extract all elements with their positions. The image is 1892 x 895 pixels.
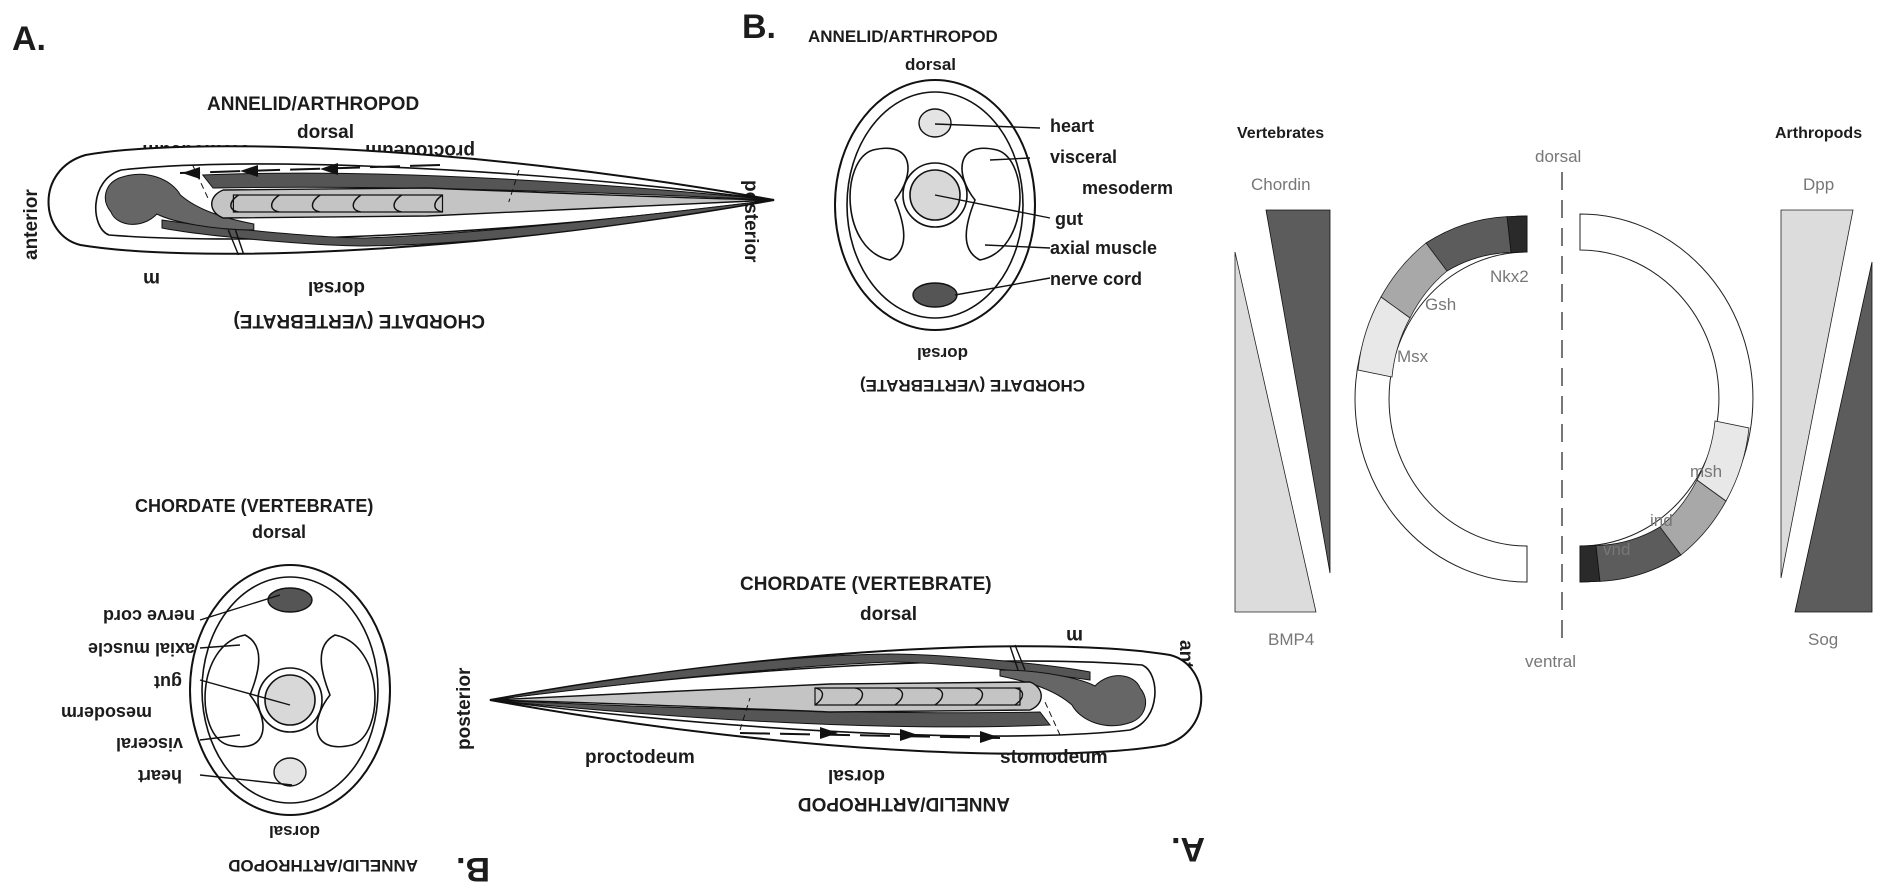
panel-b-axial-muscle: axial muscle — [1050, 238, 1157, 258]
ventral-axis-label: ventral — [1525, 652, 1576, 671]
gsh-label: Gsh — [1425, 295, 1456, 314]
panel-b-mesoderm: mesoderm — [1082, 178, 1173, 198]
arthropods-label: Arthropods — [1775, 125, 1862, 142]
embryo-a-body — [49, 146, 774, 255]
panel-a: A. ANNELID/ARTHROPOD dorsal stomodeum pr… — [12, 20, 774, 331]
panel-a-flipped-proctodeum: proctodeum — [585, 747, 695, 768]
panel-b-top-title: ANNELID/ARTHROPOD — [808, 27, 998, 46]
gradient-panel: Vertebrates Arthropods Chordin BMP4 Dpp … — [1235, 125, 1872, 671]
panel-a-flipped-stomodeum: stomodeum — [1000, 747, 1108, 768]
dpp-label: Dpp — [1803, 175, 1834, 194]
panel-b-letter: B. — [742, 8, 776, 46]
panel-b-bottom-dorsal: dorsal — [917, 344, 968, 363]
panel-a-flipped-top-title: CHORDATE (VERTEBRATE) — [740, 574, 992, 595]
panel-a-bottom-title: CHORDATE (VERTEBRATE) — [233, 310, 485, 331]
bmp4-label: BMP4 — [1268, 630, 1314, 649]
panel-a-top-title: ANNELID/ARTHROPOD — [207, 94, 419, 115]
sog-label: Sog — [1808, 630, 1838, 649]
nkx2-label: Nkx2 — [1490, 267, 1529, 286]
panel-a-flipped-posterior: posterior — [454, 667, 475, 750]
panel-b-flipped-top-title: CHORDATE (VERTEBRATE) — [135, 496, 373, 516]
panel-a-letter: A. — [12, 20, 46, 58]
dorsal-axis-label: dorsal — [1535, 147, 1581, 166]
panel-a-flipped-m: m — [1066, 625, 1083, 646]
panel-b-flipped-axial-muscle: axial muscle — [88, 639, 195, 659]
panel-a-flipped-letter: A. — [1171, 830, 1205, 868]
chordin-label: Chordin — [1251, 175, 1311, 194]
panel-b-flipped-gut: gut — [154, 672, 182, 692]
panel-a-flipped: CHORDATE (VERTEBRATE) dorsal m anterior … — [454, 574, 1205, 868]
panel-b-flipped-top-dorsal: dorsal — [252, 522, 306, 542]
panel-b-flipped-mesoderm: mesoderm — [61, 703, 152, 723]
panel-a-top-dorsal: dorsal — [297, 122, 354, 143]
panel-b-flipped: CHORDATE (VERTEBRATE) dorsal nerve cord … — [61, 496, 490, 888]
panel-a-bottom-dorsal: dorsal — [308, 277, 365, 298]
panel-b-flipped-heart: heart — [138, 766, 182, 786]
ind-label: ind — [1650, 511, 1673, 530]
panel-a-anterior: anterior — [21, 189, 42, 260]
panel-b-gut: gut — [1055, 209, 1083, 229]
vnd-label: vnd — [1603, 540, 1630, 559]
msh-label: msh — [1690, 462, 1722, 481]
panel-b-flipped-letter: B. — [456, 850, 490, 888]
panel-b-heart: heart — [1050, 116, 1094, 136]
msx-label: Msx — [1397, 347, 1429, 366]
panel-a-posterior: posterior — [740, 180, 761, 263]
panel-a-m: m — [143, 268, 160, 289]
panel-b-top-dorsal: dorsal — [905, 55, 956, 74]
panel-b-visceral: visceral — [1050, 147, 1117, 167]
vertebrates-label: Vertebrates — [1237, 125, 1324, 142]
panel-b: B. ANNELID/ARTHROPOD dorsal heart viscer… — [742, 8, 1173, 395]
panel-a-flipped-bottom-title: ANNELID/ARTHROPOD — [798, 793, 1010, 814]
embryo-a-flipped-body — [490, 645, 1201, 754]
panel-a-flipped-top-dorsal: dorsal — [860, 604, 917, 625]
panel-b-bottom-title: CHORDATE (VERTEBRATE) — [860, 376, 1085, 395]
panel-a-flipped-bottom-dorsal: dorsal — [828, 765, 885, 786]
panel-b-flipped-visceral: visceral — [116, 734, 183, 754]
panel-b-flipped-bottom-title: ANNELID/ARTHROPOD — [228, 856, 418, 875]
panel-b-nerve-cord: nerve cord — [1050, 269, 1142, 289]
cross-section-b — [835, 80, 1035, 330]
panel-b-flipped-bottom-dorsal: dorsal — [269, 822, 320, 841]
panel-b-flipped-nerve-cord: nerve cord — [103, 606, 195, 626]
